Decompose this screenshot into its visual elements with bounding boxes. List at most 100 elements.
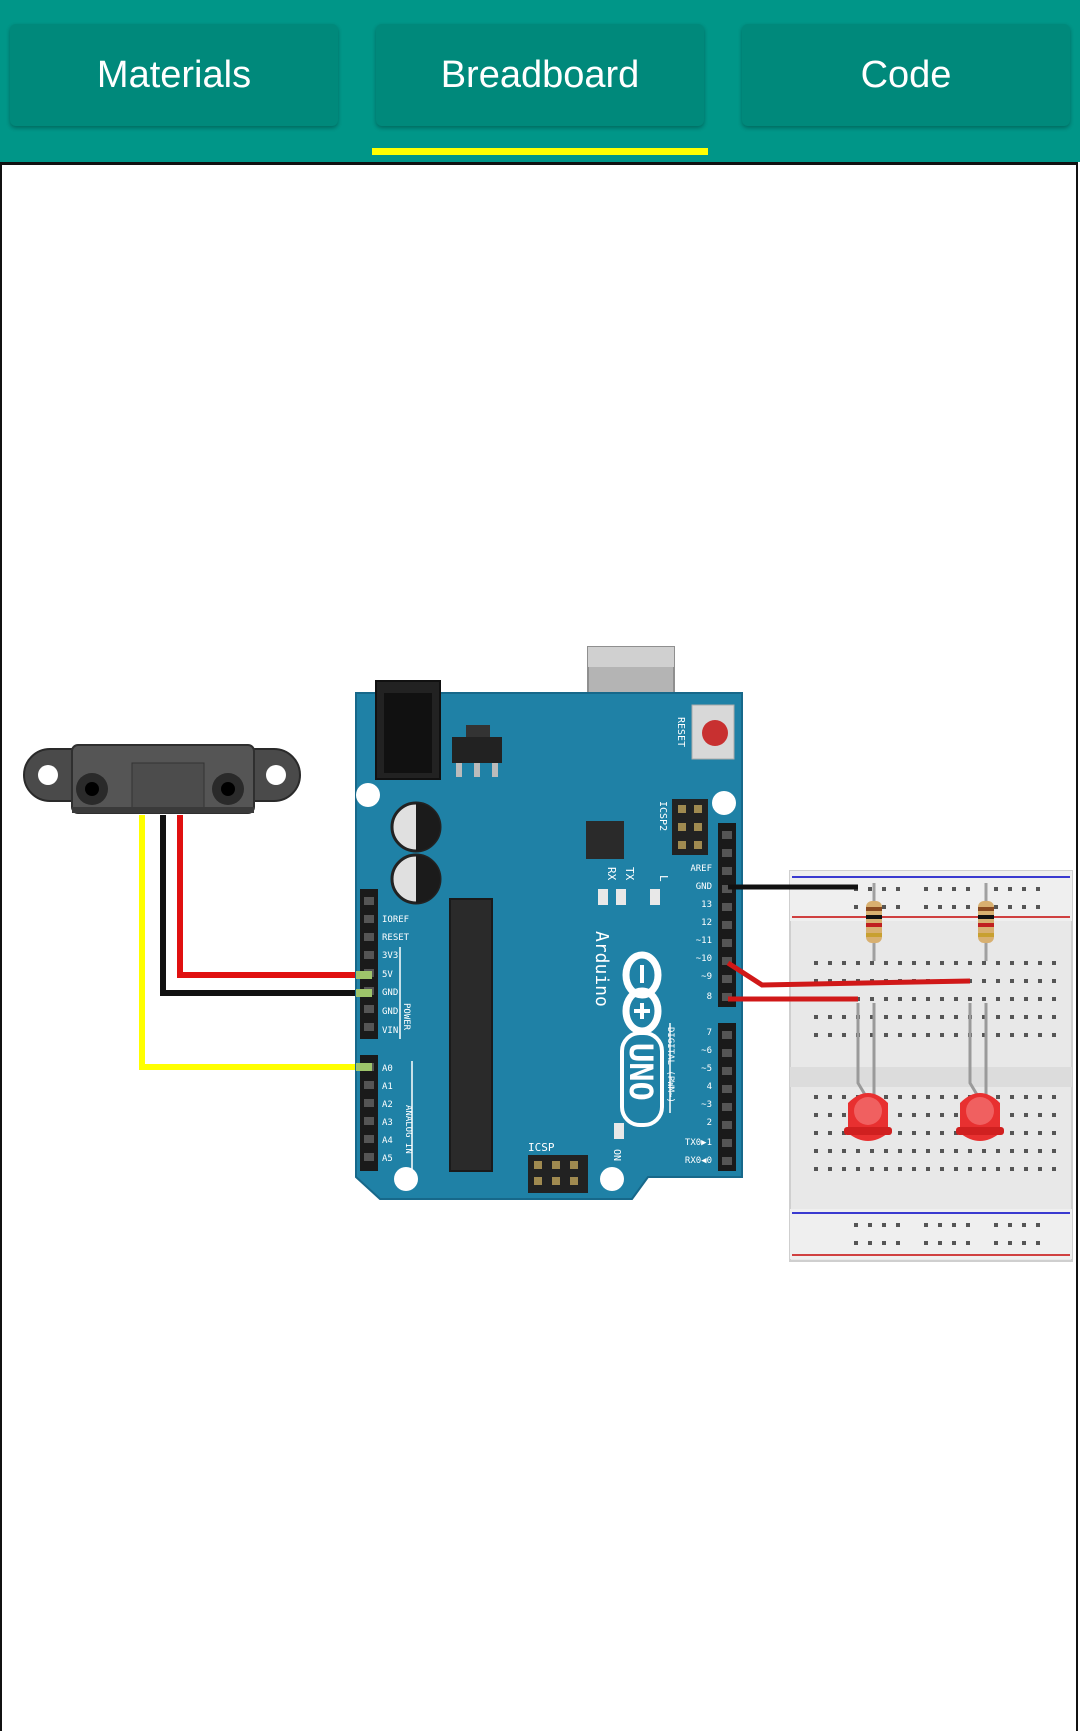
- breadboard-hole: [1038, 1015, 1042, 1019]
- pin-5v: 5V: [382, 970, 393, 980]
- tab-breadboard[interactable]: Breadboard: [376, 24, 704, 126]
- breadboard-hole: [1008, 887, 1012, 891]
- breadboard-hole: [954, 997, 958, 1001]
- breadboard-hole: [854, 905, 858, 909]
- breadboard-hole: [1038, 979, 1042, 983]
- breadboard-hole: [842, 1095, 846, 1099]
- on-label: ON: [611, 1149, 622, 1161]
- pin-10: ~10: [696, 954, 712, 964]
- tab-code[interactable]: Code: [742, 24, 1070, 126]
- uno-label: UNO: [622, 1043, 660, 1101]
- breadboard-hole: [966, 905, 970, 909]
- breadboard-hole: [940, 1167, 944, 1171]
- breadboard-hole: [1022, 1241, 1026, 1245]
- breadboard-hole: [926, 1131, 930, 1135]
- breadboard-hole: [882, 1241, 886, 1245]
- pin-gnd-2: GND: [382, 1007, 398, 1017]
- breadboard-hole: [870, 997, 874, 1001]
- tab-bar: Materials Breadboard Code: [0, 0, 1080, 162]
- breadboard-hole: [1052, 979, 1056, 983]
- breadboard-hole: [1052, 997, 1056, 1001]
- breadboard-hole: [926, 961, 930, 965]
- tab-materials[interactable]: Materials: [10, 24, 338, 126]
- pin-8: 8: [707, 992, 712, 1002]
- wire-gnd-black: [160, 815, 362, 996]
- pin-a2: A2: [382, 1100, 393, 1110]
- breadboard-hole: [952, 1241, 956, 1245]
- breadboard-hole: [842, 1131, 846, 1135]
- breadboard-hole: [1024, 979, 1028, 983]
- breadboard-hole: [966, 1241, 970, 1245]
- breadboard-hole: [842, 1149, 846, 1153]
- breadboard-hole: [828, 1131, 832, 1135]
- breadboard-hole: [1008, 905, 1012, 909]
- breadboard-hole: [1038, 997, 1042, 1001]
- breadboard-hole: [884, 961, 888, 965]
- selected-tab-indicator: [372, 148, 708, 155]
- breadboard-hole: [1052, 1095, 1056, 1099]
- breadboard-hole: [952, 887, 956, 891]
- breadboard-hole: [996, 1015, 1000, 1019]
- pin-3v3: 3V3: [382, 951, 398, 961]
- breadboard-hole: [1038, 1033, 1042, 1037]
- pin-2: 2: [707, 1118, 712, 1128]
- breadboard-hole: [966, 887, 970, 891]
- breadboard-hole: [996, 997, 1000, 1001]
- breadboard-hole: [884, 1015, 888, 1019]
- breadboard-hole: [938, 1223, 942, 1227]
- breadboard-hole: [982, 979, 986, 983]
- reset-label: RESET: [675, 717, 686, 747]
- pin-gnd-digital: GND: [696, 882, 712, 892]
- breadboard-hole: [994, 1223, 998, 1227]
- breadboard-hole: [882, 1223, 886, 1227]
- breadboard-hole: [954, 1167, 958, 1171]
- breadboard-hole: [924, 905, 928, 909]
- breadboard-hole: [940, 1131, 944, 1135]
- breadboard-hole: [1024, 1131, 1028, 1135]
- breadboard-hole: [898, 1015, 902, 1019]
- breadboard-hole: [814, 1113, 818, 1117]
- pin-3: ~3: [701, 1100, 712, 1110]
- breadboard-hole: [828, 1167, 832, 1171]
- breadboard-hole: [896, 887, 900, 891]
- pin-4: 4: [707, 1082, 712, 1092]
- breadboard-hole: [814, 1095, 818, 1099]
- analog-label: ANALOG IN: [403, 1105, 413, 1154]
- pin-9: ~9: [701, 972, 712, 982]
- breadboard-hole: [828, 1033, 832, 1037]
- breadboard-hole: [814, 1033, 818, 1037]
- breadboard-hole: [868, 1241, 872, 1245]
- breadboard-hole: [898, 1095, 902, 1099]
- breadboard-hole: [968, 1149, 972, 1153]
- wire-a0-yellow: [139, 815, 362, 1070]
- breadboard-hole: [870, 1033, 874, 1037]
- breadboard-hole: [884, 1033, 888, 1037]
- breadboard-hole: [954, 1095, 958, 1099]
- breadboard-hole: [898, 1149, 902, 1153]
- breadboard-hole: [898, 997, 902, 1001]
- pin-a1: A1: [382, 1082, 393, 1092]
- breadboard-hole: [898, 1167, 902, 1171]
- breadboard-hole: [856, 1167, 860, 1171]
- breadboard-hole: [912, 1113, 916, 1117]
- pin-a4: A4: [382, 1136, 393, 1146]
- breadboard-hole: [924, 1241, 928, 1245]
- breadboard-hole: [1038, 961, 1042, 965]
- led-l-label: L: [657, 875, 670, 882]
- breadboard-hole: [940, 1149, 944, 1153]
- breadboard-hole: [926, 1167, 930, 1171]
- breadboard-hole: [982, 1015, 986, 1019]
- breadboard-hole: [954, 1131, 958, 1135]
- breadboard-hole: [940, 1113, 944, 1117]
- breadboard-hole: [870, 1149, 874, 1153]
- resistor-1: [866, 883, 882, 961]
- pin-a3: A3: [382, 1118, 393, 1128]
- breadboard-hole: [868, 1223, 872, 1227]
- pin-a5: A5: [382, 1154, 393, 1164]
- breadboard-hole: [884, 997, 888, 1001]
- breadboard-hole: [940, 961, 944, 965]
- tx-label: TX: [623, 867, 636, 881]
- breadboard-hole: [1010, 997, 1014, 1001]
- breadboard-hole: [912, 1033, 916, 1037]
- breadboard-hole: [912, 1167, 916, 1171]
